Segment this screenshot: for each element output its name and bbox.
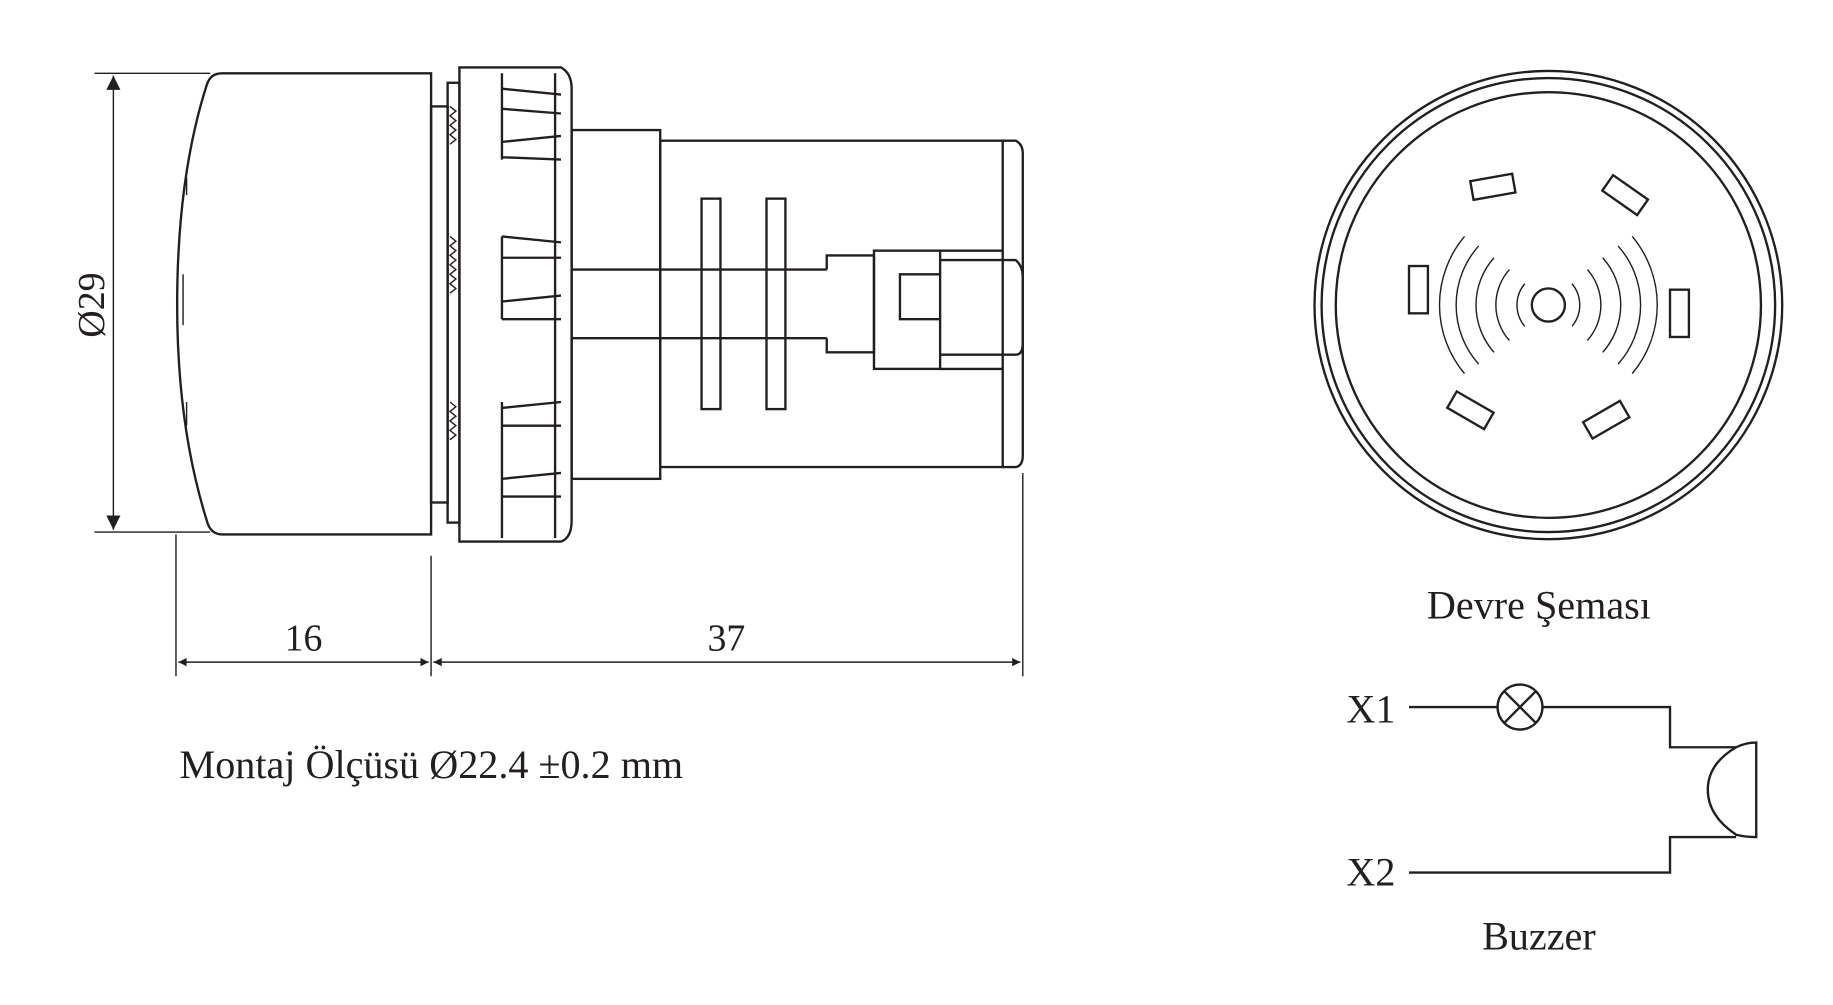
buzzer-icon	[1706, 741, 1758, 839]
flange-1	[700, 197, 722, 411]
mounting-note: Montaj Ölçüsü Ø22.4 ±0.2 mm	[180, 742, 684, 787]
flange-2	[765, 197, 787, 411]
front-cap	[175, 72, 433, 536]
diameter-label: Ø29	[71, 272, 113, 337]
terminal	[825, 249, 1024, 371]
mounting-nut	[458, 66, 573, 543]
sound-holes	[1407, 172, 1691, 441]
circuit-title: Devre Şeması	[1427, 582, 1651, 627]
dim-front-label: 16	[285, 617, 323, 659]
dim-body-label: 37	[707, 617, 745, 659]
length-dimensions: 16 37	[175, 472, 1024, 677]
buzzer-label: Buzzer	[1482, 913, 1596, 958]
terminal-x2-label: X2	[1346, 850, 1395, 895]
body-collar	[570, 128, 662, 481]
body-housing	[659, 139, 1004, 469]
sound-wave-icon	[1438, 236, 1658, 375]
diameter-dimension: Ø29	[71, 72, 211, 533]
terminal-x1-label: X1	[1346, 686, 1395, 731]
front-view	[1313, 69, 1784, 541]
lamp-icon	[1496, 683, 1544, 731]
side-view: Ø29	[71, 66, 1024, 787]
circuit-diagram: Devre Şeması X1 X2 Buzzer	[1346, 582, 1758, 958]
